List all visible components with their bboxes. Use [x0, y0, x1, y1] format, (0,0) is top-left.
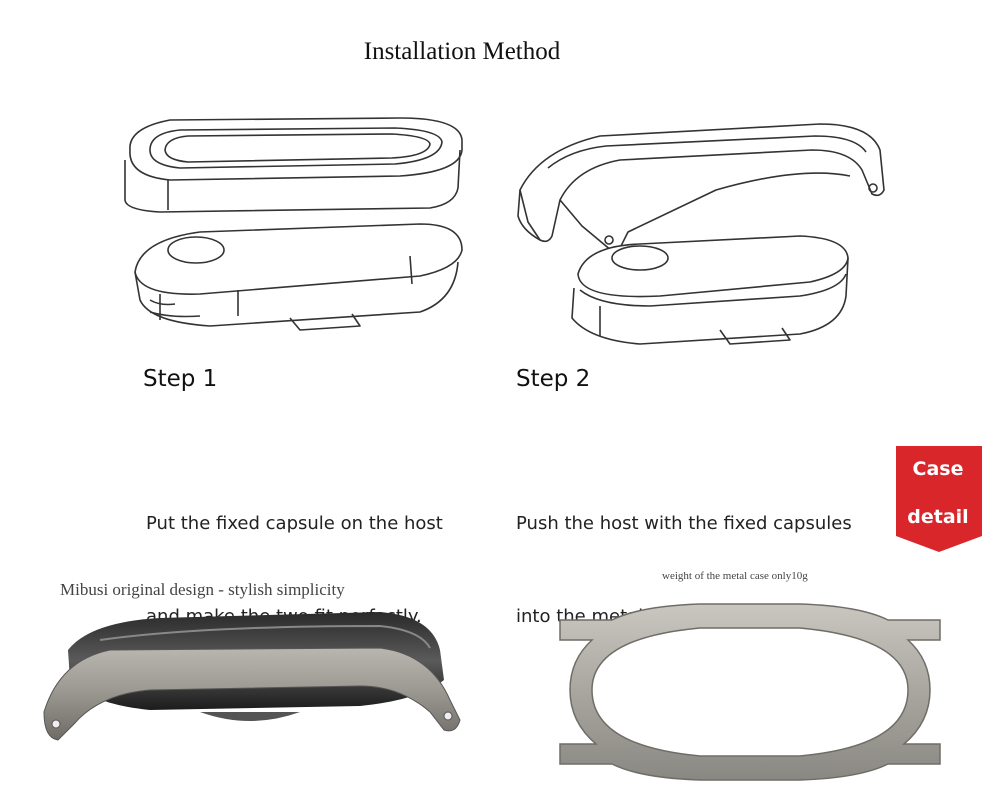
step2-desc-line1: Push the host with the fixed capsules	[516, 513, 852, 534]
step1-desc-line1: Put the fixed capsule on the host	[146, 513, 443, 534]
step1-host	[134, 223, 463, 331]
step2-desc-line2: into the metal shell from the rear.	[516, 606, 820, 627]
step2-host	[571, 235, 849, 345]
badge-line2: detail	[907, 506, 969, 528]
left-caption: Mibusi original design - stylish simplic…	[60, 580, 345, 599]
step1-label: Step 1	[143, 366, 218, 392]
right-caption: weight of the metal case only10g	[662, 570, 808, 582]
badge-line1: Case	[912, 458, 964, 480]
step2-description: Push the host with the fixed capsules in…	[516, 446, 852, 663]
step2-shell	[517, 123, 885, 251]
step1-frame	[124, 117, 463, 213]
step2-label: Step 2	[516, 366, 591, 392]
step1-desc-line2: and make the two fit perfectly.	[146, 606, 422, 627]
page-title: Installation Method	[363, 38, 561, 65]
step1-description: Put the fixed capsule on the host and ma…	[146, 446, 443, 663]
